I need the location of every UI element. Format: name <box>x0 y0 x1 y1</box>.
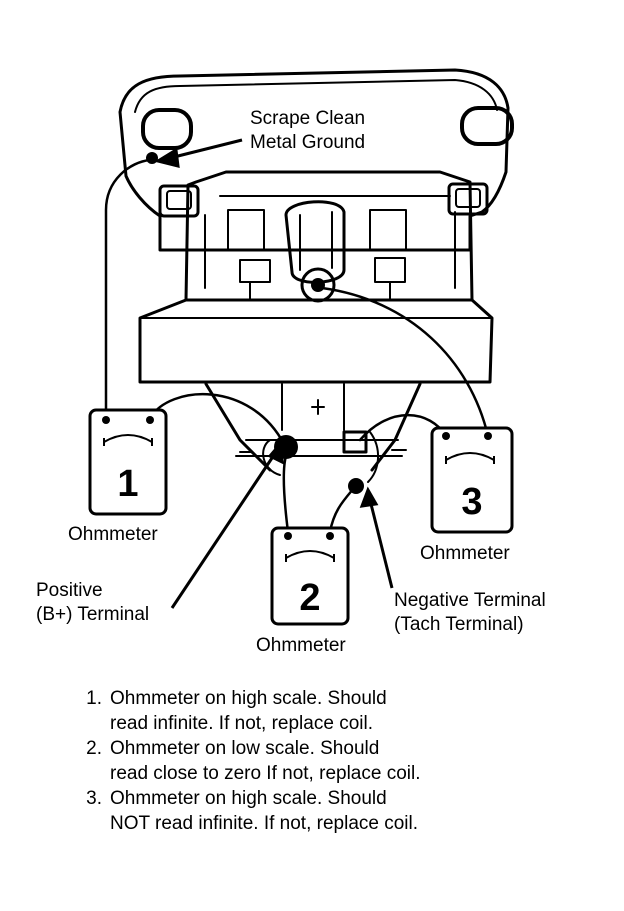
bracket-hole-right <box>460 106 514 146</box>
step-1-number: 1. <box>86 688 102 709</box>
lead-meter3-tower <box>320 286 490 438</box>
ground-label-line2: Metal Ground <box>250 132 366 153</box>
meter-1-number: 1 <box>117 463 138 505</box>
step-3-line-2: NOT read infinite. If not, replace coil. <box>110 813 419 834</box>
positive-label-line1: Positive <box>36 580 103 601</box>
step-3-text: Ohmmeter on high scale. Should NOT read … <box>110 786 588 836</box>
coil-body <box>184 170 474 302</box>
ohmmeter-1: 1 <box>88 408 168 516</box>
meter-3-label: Ohmmeter <box>420 543 510 564</box>
negative-label-line1: Negative Terminal <box>394 590 546 611</box>
lead-meter1-positive <box>148 392 286 446</box>
negative-label-line2: (Tach Terminal) <box>394 614 524 635</box>
positive-label-line2: (B+) Terminal <box>36 604 150 625</box>
positive-pointer <box>170 451 278 609</box>
step-1-line-1: Ohmmeter on high scale. Should <box>110 688 387 709</box>
step-3-line-1: Ohmmeter on high scale. Should <box>110 788 387 809</box>
step-1: 1. Ohmmeter on high scale. Should read i… <box>68 686 588 736</box>
step-2: 2. Ohmmeter on low scale. Should read cl… <box>68 736 588 786</box>
step-3: 3. Ohmmeter on high scale. Should NOT re… <box>68 786 588 836</box>
lead-meter1-ground <box>104 158 152 422</box>
meter-3-number: 3 <box>461 481 482 523</box>
coil-bracket <box>118 68 510 252</box>
ground-label-line1: Scrape Clean <box>250 108 366 129</box>
step-2-text: Ohmmeter on low scale. Should read close… <box>110 736 588 786</box>
meter-2-number: 2 <box>299 577 320 619</box>
meter-1-label: Ohmmeter <box>68 524 158 545</box>
bracket-hole-left <box>141 108 193 150</box>
step-2-number: 2. <box>86 738 102 759</box>
step-2-line-2: read close to zero If not, replace coil. <box>110 763 421 784</box>
ohmmeter-3: 3 <box>430 426 514 534</box>
test-instructions: 1. Ohmmeter on high scale. Should read i… <box>68 686 588 836</box>
step-2-line-1: Ohmmeter on low scale. Should <box>110 738 380 759</box>
step-1-text: Ohmmeter on high scale. Should read infi… <box>110 686 588 736</box>
meter-2-label: Ohmmeter <box>256 635 346 656</box>
step-1-line-2: read infinite. If not, replace coil. <box>110 713 373 734</box>
ohmmeter-2: 2 <box>270 526 350 626</box>
ground-point <box>146 152 158 164</box>
lead-meter2-positive <box>282 454 290 534</box>
step-3-number: 3. <box>86 788 102 809</box>
ground-pointer <box>169 138 243 160</box>
lead-meter2-negative <box>328 486 356 534</box>
negative-pointer <box>368 499 394 589</box>
coil-tower <box>284 200 346 284</box>
negative-terminal <box>342 430 368 454</box>
